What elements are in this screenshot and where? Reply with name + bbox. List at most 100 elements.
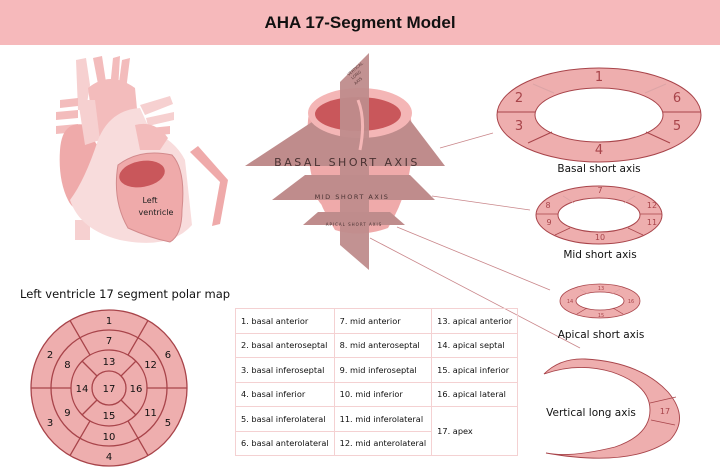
vessel — [140, 96, 173, 115]
polar-segment-label: 5 — [165, 418, 171, 429]
segment-label: 10 — [595, 233, 605, 242]
vessel — [93, 56, 106, 84]
polar-divider — [81, 360, 98, 377]
lv-label: Left — [142, 196, 157, 205]
table-row: 3. basal inferoseptal 9. mid inferosepta… — [235, 357, 519, 383]
table-row: 2. basal anteroseptal 8. mid anterosepta… — [235, 332, 519, 358]
segment-label: 1 — [595, 70, 603, 85]
table-cell: 14. apical septal — [431, 332, 519, 358]
segment-label: 5 — [673, 119, 681, 134]
vessel — [75, 220, 90, 240]
table-cell: 12. mid anterolateral — [333, 430, 433, 456]
table-cell: 7. mid anterior — [333, 308, 433, 334]
polar-segment-label: 8 — [64, 360, 70, 371]
polar-ring — [91, 370, 127, 406]
polar-divider — [127, 337, 139, 356]
table-cell: 4. basal inferior — [235, 381, 335, 407]
vessel — [60, 98, 78, 108]
polar-segment-label: 3 — [47, 418, 53, 429]
left-atrium — [135, 123, 168, 150]
table-row: 6. basal anterolateral 12. mid anterolat… — [235, 430, 518, 456]
table-row: 5. basal inferolateral 11. mid inferolat… — [235, 406, 519, 456]
vertical-plane-label: AXIS — [353, 76, 364, 86]
polar-segment-label: 15 — [103, 411, 116, 422]
polar-divider — [137, 320, 149, 339]
vertical-plane-label: LONG — [350, 69, 362, 80]
polar-divider — [79, 337, 91, 356]
vessel — [78, 100, 100, 145]
polar-segment-label: 14 — [76, 384, 89, 395]
polar-map-title: Left ventricle 17 segment polar map — [20, 287, 231, 301]
table-cell: 15. apical inferior — [431, 357, 519, 383]
table-cell: 6. basal anterolateral — [235, 430, 335, 456]
table-cell: 16. apical lateral — [431, 381, 519, 407]
basal-plane-label: BASAL SHORT AXIS — [274, 156, 420, 169]
polar-segment-label: 6 — [165, 350, 171, 361]
polar-divider — [137, 437, 149, 456]
polar-segment-label: 2 — [47, 350, 53, 361]
basal-ring: 1 2 3 4 5 6 Basal short axis — [496, 67, 702, 175]
polar-divider — [69, 320, 81, 339]
segment-label: 7 — [597, 186, 602, 195]
segment-label: 3 — [515, 119, 523, 134]
long-axis-shape: 17 Vertical long axis — [543, 358, 680, 459]
lv-wall-edge — [356, 99, 365, 151]
page-title: AHA 17-Segment Model — [264, 12, 456, 32]
segment-label: 16 — [628, 299, 634, 305]
connector-line — [396, 226, 551, 291]
vessel — [146, 112, 174, 126]
table-cell: 17. apex — [431, 406, 519, 456]
vessel — [76, 58, 90, 110]
connector-line — [439, 132, 494, 149]
segment-label: 4 — [595, 143, 603, 158]
table-cell: 8. mid anteroseptal — [333, 332, 433, 358]
polar-divider — [120, 360, 137, 377]
connector-line — [369, 237, 581, 349]
polar-segment-label: 13 — [103, 357, 116, 368]
table-row: 1. basal anterior 7. mid anterior 13. ap… — [235, 308, 519, 334]
mid-plane-label: MID SHORT AXIS — [315, 193, 390, 201]
vessel — [56, 110, 78, 120]
table-cell: 5. basal inferolateral — [235, 406, 335, 432]
chevron-arrow-icon — [190, 146, 228, 226]
apical-ring: 13 14 15 16 Apical short axis — [558, 283, 645, 341]
segment-label: 12 — [647, 201, 657, 210]
polar-segment-label: 7 — [106, 336, 112, 347]
polar-segment-label: 12 — [144, 360, 157, 371]
heart-illustration: Left ventricle — [56, 56, 228, 243]
mid-ring-caption: Mid short axis — [563, 249, 636, 261]
long-axis-caption: Vertical long axis — [546, 407, 636, 419]
polar-segment-label: 16 — [130, 384, 143, 395]
connector-line — [431, 195, 531, 211]
polar-segment-label: 4 — [106, 452, 112, 463]
polar-segment-label: 9 — [64, 408, 70, 419]
segment-label: 9 — [546, 218, 551, 227]
lv-label: ventricle — [139, 208, 174, 217]
table-cell: 13. apical anterior — [431, 308, 519, 334]
segment-table: 1. basal anterior 7. mid anterior 13. ap… — [235, 308, 519, 456]
table-cell: 9. mid inferoseptal — [333, 357, 433, 383]
basal-ring-caption: Basal short axis — [557, 163, 640, 175]
title-banner: AHA 17-Segment Model — [0, 0, 720, 45]
segment-label: 2 — [515, 91, 523, 106]
polar-divider — [120, 399, 137, 416]
segment-label: 6 — [673, 91, 681, 106]
table-cell: 2. basal anteroseptal — [235, 332, 335, 358]
polar-segment-label: 17 — [103, 384, 116, 395]
segment-label: 11 — [647, 218, 657, 227]
apical-ring-caption: Apical short axis — [558, 329, 645, 341]
table-cell: 11. mid inferolateral — [333, 406, 433, 432]
polar-divider — [127, 420, 139, 439]
polar-divider — [79, 420, 91, 439]
table-cell: 10. mid inferior — [333, 381, 433, 407]
lv-cavity — [119, 160, 165, 188]
segment-label: 8 — [545, 201, 550, 210]
apical-plane-label: APICAL SHORT AXIS — [326, 222, 382, 227]
segment-label: 14 — [567, 299, 573, 305]
slice-model: VERTICAL LONG AXIS BASAL SHORT AXIS MID … — [245, 53, 581, 349]
segment-label: 13 — [598, 286, 604, 292]
mid-ring: 7 8 9 10 11 12 Mid short axis — [535, 185, 663, 261]
polar-segment-label: 10 — [103, 432, 116, 443]
